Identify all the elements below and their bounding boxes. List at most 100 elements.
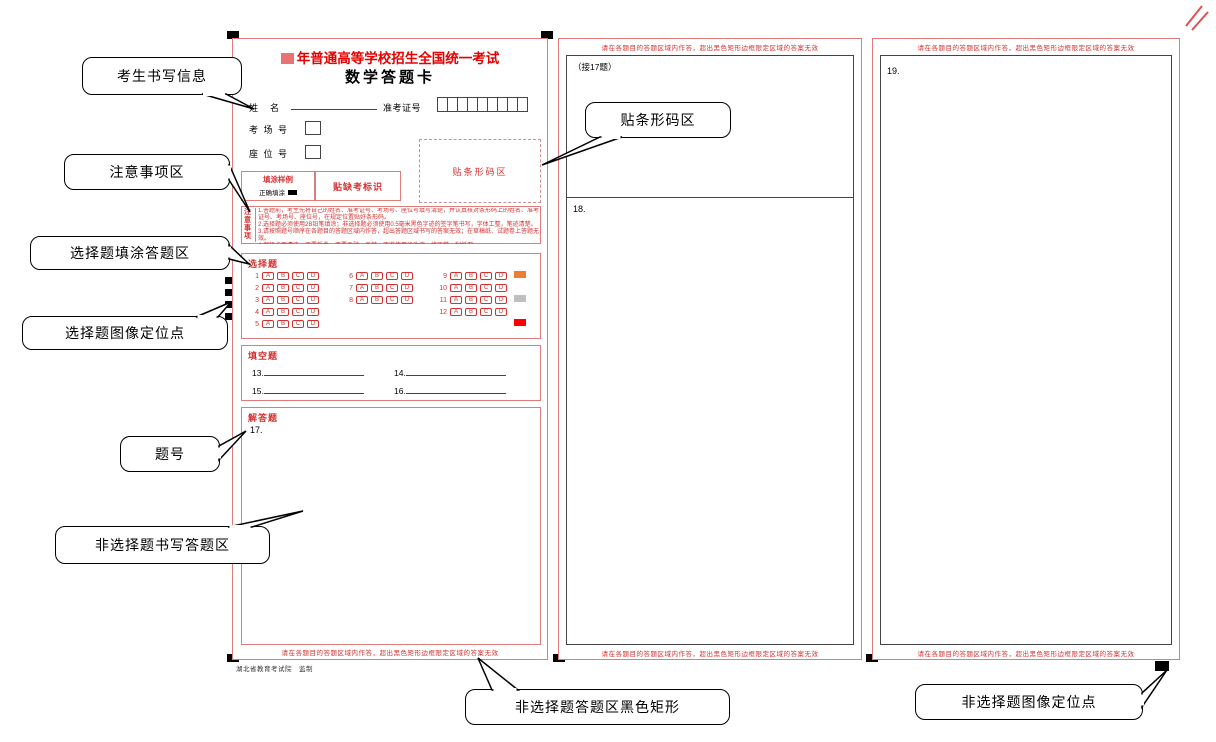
question-number-9: 9 bbox=[443, 272, 447, 280]
bubble-q10-A[interactable]: A bbox=[450, 284, 462, 292]
bubble-q11-D[interactable]: D bbox=[495, 296, 507, 304]
bubble-q2-D[interactable]: D bbox=[307, 284, 319, 292]
bubble-q3-D[interactable]: D bbox=[307, 296, 319, 304]
room-number-box[interactable] bbox=[305, 121, 321, 135]
bubble-q6-D[interactable]: D bbox=[401, 272, 413, 280]
bubble-q1-B[interactable]: B bbox=[277, 272, 289, 280]
notice-items: 1.答题前，考生先将自己的姓名、准考证号、考场号、座位号填写清楚，并认真核对条形… bbox=[258, 208, 540, 244]
bubble-q8-C[interactable]: C bbox=[386, 296, 398, 304]
blank-q14: 14. bbox=[394, 367, 506, 378]
bubble-q6-A[interactable]: A bbox=[356, 272, 368, 280]
bubble-q9-D[interactable]: D bbox=[495, 272, 507, 280]
notice-box: 注意事项 1.答题前，考生先将自己的姓名、准考证号、考场号、座位号填写清楚，并认… bbox=[241, 206, 541, 244]
bubble-q7-C[interactable]: C bbox=[386, 284, 398, 292]
bubble-q10-D[interactable]: D bbox=[495, 284, 507, 292]
blank-line-13[interactable] bbox=[263, 367, 364, 376]
bubble-q3-A[interactable]: A bbox=[262, 296, 274, 304]
callout-label: 选择题图像定位点 bbox=[65, 325, 185, 341]
bubble-q9-B[interactable]: B bbox=[465, 272, 477, 280]
bubble-q1-D[interactable]: D bbox=[307, 272, 319, 280]
barcode-area: 贴条形码区 bbox=[419, 139, 541, 203]
bubble-q5-B[interactable]: B bbox=[277, 320, 289, 328]
bubble-q1-A[interactable]: A bbox=[262, 272, 274, 280]
bubble-q9-C[interactable]: C bbox=[480, 272, 492, 280]
calibration-mark-3 bbox=[514, 319, 526, 326]
bubble-q3-C[interactable]: C bbox=[292, 296, 304, 304]
corner-red-mark bbox=[1185, 5, 1209, 31]
callout-notice-area: 注意事项区 bbox=[64, 154, 230, 190]
question-number-10: 10 bbox=[439, 284, 447, 292]
bubble-q12-B[interactable]: B bbox=[465, 308, 477, 316]
bubble-q9-A[interactable]: A bbox=[450, 272, 462, 280]
bubble-q4-D[interactable]: D bbox=[307, 308, 319, 316]
callout-candidate-info: 考生书写信息 bbox=[82, 57, 242, 95]
notice-divider bbox=[255, 208, 256, 242]
question-number-1: 1 bbox=[255, 272, 259, 280]
bubble-q3-B[interactable]: B bbox=[277, 296, 289, 304]
bubble-q11-B[interactable]: B bbox=[465, 296, 477, 304]
answer-card-page-1: 年普通高等学校招生全国统一考试 数学答题卡 姓 名 准考证号 考 场 号 座 位… bbox=[232, 38, 548, 660]
callout-essay-locator: 非选择题图像定位点 bbox=[915, 684, 1143, 720]
choice-locator-mark-2 bbox=[225, 289, 234, 296]
bubble-q5-D[interactable]: D bbox=[307, 320, 319, 328]
publisher-text: 湖北省教育考试院 监制 bbox=[236, 666, 313, 673]
q17-answer-area[interactable] bbox=[250, 438, 532, 638]
bubble-q7-D[interactable]: D bbox=[401, 284, 413, 292]
blank-q14-number: 14. bbox=[394, 368, 406, 378]
bubble-q11-A[interactable]: A bbox=[450, 296, 462, 304]
fill-sample-box: 填涂样例 正确填涂 bbox=[241, 171, 315, 201]
bubble-q8-B[interactable]: B bbox=[371, 296, 383, 304]
bubble-q8-A[interactable]: A bbox=[356, 296, 368, 304]
bubble-q12-D[interactable]: D bbox=[495, 308, 507, 316]
q17-q18-divider bbox=[567, 197, 853, 198]
bubble-q4-C[interactable]: C bbox=[292, 308, 304, 316]
bubble-q5-A[interactable]: A bbox=[262, 320, 274, 328]
callout-essay-writing-area: 非选择题书写答题区 bbox=[55, 526, 270, 564]
warning-top-page2: 请在各题目的答题区域内作答，超出黑色矩形边框限定区域的答案无效 bbox=[601, 45, 819, 52]
callout-label: 非选择题图像定位点 bbox=[961, 694, 1097, 710]
bubble-q2-C[interactable]: C bbox=[292, 284, 304, 292]
bubble-q2-B[interactable]: B bbox=[277, 284, 289, 292]
question-number-5: 5 bbox=[255, 320, 259, 328]
bubble-q8-D[interactable]: D bbox=[401, 296, 413, 304]
name-label: 姓 名 bbox=[249, 103, 281, 113]
bubble-q7-B[interactable]: B bbox=[371, 284, 383, 292]
year-placeholder-box bbox=[280, 53, 294, 64]
blank-line-14[interactable] bbox=[405, 367, 506, 376]
bubble-q12-A[interactable]: A bbox=[450, 308, 462, 316]
bubble-q4-B[interactable]: B bbox=[277, 308, 289, 316]
callout-barcode-area: 贴条形码区 bbox=[585, 102, 731, 138]
q19-answer-area[interactable] bbox=[887, 80, 1165, 638]
blank-line-15[interactable] bbox=[263, 385, 364, 394]
notice-item-1: 1.答题前，考生先将自己的姓名、准考证号、考场号、座位号填写清楚，并认真核对条形… bbox=[258, 208, 540, 221]
bubble-q12-C[interactable]: C bbox=[480, 308, 492, 316]
blank-q15-number: 15. bbox=[252, 386, 264, 396]
barcode-area-label: 贴条形码区 bbox=[452, 166, 508, 177]
bubble-q10-C[interactable]: C bbox=[480, 284, 492, 292]
seat-number-box[interactable] bbox=[305, 145, 321, 159]
bubble-q7-A[interactable]: A bbox=[356, 284, 368, 292]
blank-line-16[interactable] bbox=[405, 385, 506, 394]
bubble-q1-C[interactable]: C bbox=[292, 272, 304, 280]
bubble-q2-A[interactable]: A bbox=[262, 284, 274, 292]
choice-title: 选择题 bbox=[248, 259, 279, 269]
ticket-digit-box-9[interactable] bbox=[517, 97, 528, 113]
callout-choice-locator: 选择题图像定位点 bbox=[22, 316, 228, 350]
bubble-q11-C[interactable]: C bbox=[480, 296, 492, 304]
bubble-q10-B[interactable]: B bbox=[465, 284, 477, 292]
question-number-8: 8 bbox=[349, 296, 353, 304]
q18-answer-area[interactable] bbox=[573, 218, 847, 638]
bubble-q4-A[interactable]: A bbox=[262, 308, 274, 316]
callout-label: 题号 bbox=[155, 446, 185, 462]
q17-number: 17. bbox=[250, 425, 263, 435]
bubble-q6-C[interactable]: C bbox=[386, 272, 398, 280]
name-input-line[interactable] bbox=[291, 101, 377, 110]
bubble-q5-C[interactable]: C bbox=[292, 320, 304, 328]
bubble-q6-B[interactable]: B bbox=[371, 272, 383, 280]
warning-bottom-page1: 请在各题目的答题区域内作答，超出黑色矩形边框限定区域的答案无效 bbox=[281, 650, 499, 657]
